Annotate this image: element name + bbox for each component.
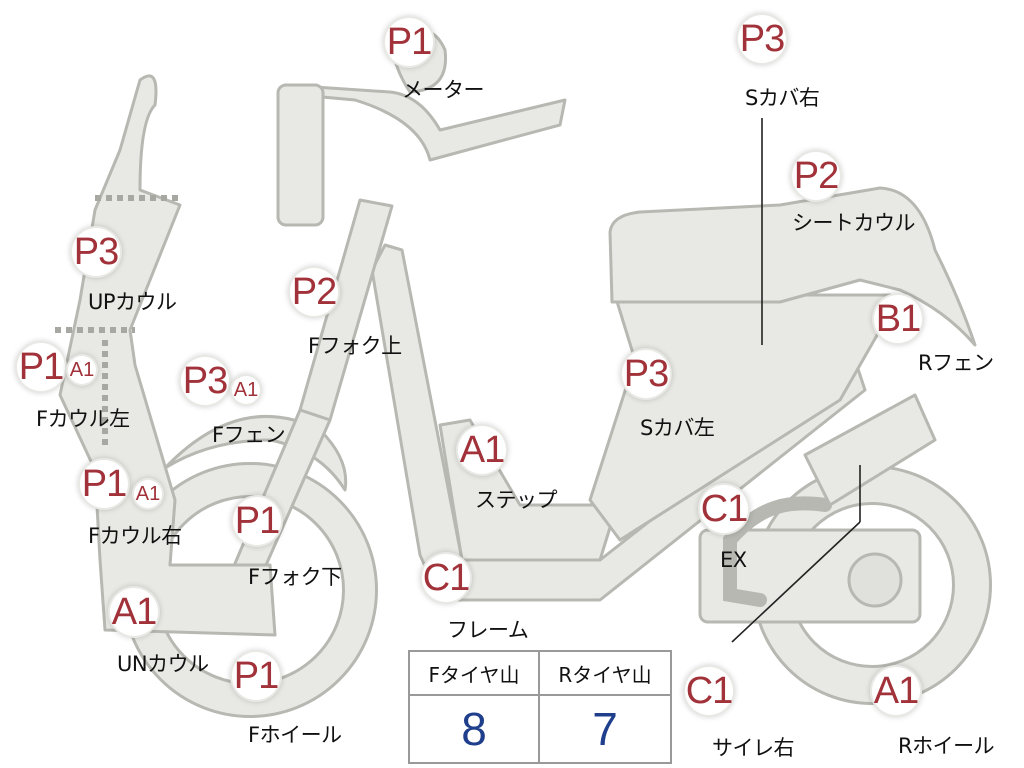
part-label-r-wheel: Rホイール (898, 734, 995, 758)
grade-badge-r-wheel: A1 (872, 667, 920, 715)
part-label-exhaust: EX (720, 548, 747, 572)
grade-badge-frame: C1 (422, 554, 470, 602)
rear-tire-header: Rタイヤ山 (540, 652, 670, 696)
grade-badge-f-cowl-left: P1 (17, 343, 65, 391)
frame-tube-shape (370, 243, 867, 602)
grade-text: A1 (873, 669, 919, 712)
part-label-under-cowl: UNカウル (117, 652, 209, 676)
grade-badge-f-fork-lower: P1 (233, 497, 281, 545)
grade-text: P2 (291, 270, 337, 313)
grade-text: P1 (233, 654, 279, 697)
part-label-f-fork-upper: Fフォク上 (308, 334, 402, 358)
grade-badge-muffler-right: C1 (685, 667, 733, 715)
rear-tire-value: 7 (592, 703, 618, 755)
part-label-seat-cowl: シートカウル (792, 211, 916, 235)
grade-badge-f-wheel: P1 (232, 652, 280, 700)
grade-text: A1 (459, 428, 505, 471)
grade-text: P1 (386, 20, 432, 63)
part-label-up-cowl: UPカウル (88, 290, 177, 314)
part-label-f-cowl-right: Fカウル右 (88, 524, 182, 548)
grade-badge-seat-cowl: P2 (792, 152, 840, 200)
part-label-f-fender: Fフェン (212, 423, 286, 447)
grade-badge-up-cowl: P3 (72, 228, 120, 276)
grade-badge-f-fork-upper: P2 (290, 268, 338, 316)
grade-text: C1 (422, 556, 471, 599)
grade-text: P3 (623, 352, 669, 395)
grade-badge-meter: P1 (385, 18, 433, 66)
part-label-s-cover-left: Sカバ左 (640, 416, 715, 440)
sub-grade-text: A1 (69, 358, 95, 381)
grade-text: C1 (700, 487, 749, 530)
part-label-f-fork-lower: Fフォク下 (248, 565, 342, 589)
grade-badge-s-cover-right: P3 (738, 15, 786, 63)
grade-badge-under-cowl: A1 (110, 588, 158, 636)
muffler-shape (803, 393, 937, 507)
grade-badge-f-fender: P3 (181, 357, 229, 405)
grade-badge-f-cowl-right: P1 (80, 460, 128, 508)
exhaust-pipe-shape (723, 496, 832, 607)
sub-badge-f-cowl-right: A1 (134, 480, 162, 508)
part-label-meter: メーター (402, 78, 485, 102)
seat-shape (608, 186, 977, 347)
front-tire-header: Fタイヤ山 (410, 652, 540, 696)
sub-badge-f-cowl-left: A1 (68, 356, 96, 384)
sub-badge-f-fender: A1 (232, 376, 260, 404)
grade-text: P3 (73, 230, 119, 273)
part-label-s-cover-right: Sカバ右 (745, 86, 820, 110)
sub-grade-text: A1 (135, 482, 161, 505)
grade-text: B1 (875, 297, 921, 340)
tire-tread-table: Fタイヤ山 Rタイヤ山 8 7 (408, 650, 672, 764)
grade-text: C1 (685, 669, 734, 712)
grade-badge-r-fender: B1 (874, 295, 922, 343)
front-tire-value: 8 (410, 696, 540, 762)
part-label-muffler-right: サイレ右 (712, 736, 795, 760)
grade-badge-s-cover-left: P3 (622, 350, 670, 398)
part-label-f-wheel: Fホイール (248, 723, 342, 747)
part-label-r-fender: Rフェン (918, 351, 994, 375)
part-label-step: ステップ (475, 488, 558, 512)
grade-text: A1 (111, 590, 157, 633)
handlebar-shape (283, 83, 567, 162)
grade-text: P3 (182, 359, 228, 402)
grade-badge-step: A1 (458, 426, 506, 474)
sub-grade-text: A1 (233, 378, 259, 401)
grade-text: P2 (793, 154, 839, 197)
grade-text: P1 (234, 499, 280, 542)
grip-shape (276, 83, 325, 227)
leader-muffler-lower (731, 521, 861, 643)
grade-text: P1 (81, 462, 127, 505)
grade-text: P1 (18, 345, 64, 388)
grade-badge-exhaust: C1 (700, 485, 748, 533)
grade-text: P3 (739, 17, 785, 60)
part-label-f-cowl-left: Fカウル左 (36, 407, 130, 431)
part-label-frame: フレーム (447, 618, 529, 642)
